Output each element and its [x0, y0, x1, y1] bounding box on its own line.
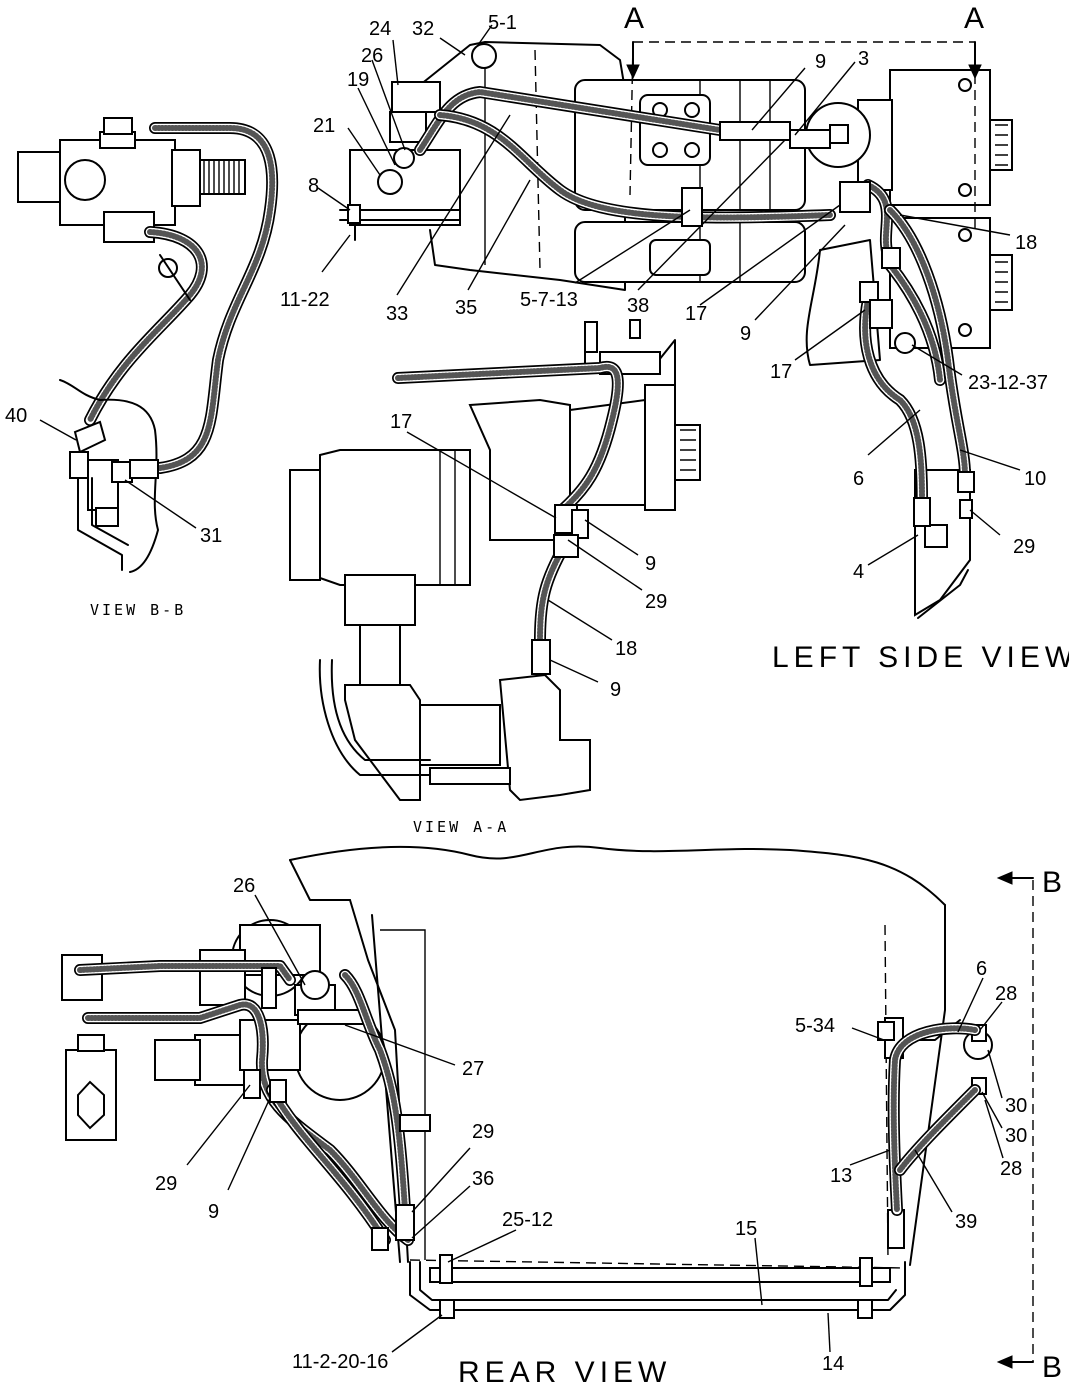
callout-aa-9: 9	[645, 553, 656, 575]
callout-19: 19	[347, 69, 369, 91]
callout-17: 17	[685, 303, 707, 325]
callout-6: 6	[853, 468, 864, 490]
callout-3: 3	[858, 48, 869, 70]
view-bb-title: VIEW B-B	[90, 601, 186, 619]
callout-r-5-34: 5-34	[795, 1015, 835, 1037]
callout-aa-17: 17	[390, 411, 412, 433]
callout-r-29b: 29	[472, 1121, 494, 1143]
callout-10: 10	[1024, 468, 1046, 490]
callout-29: 29	[1013, 536, 1035, 558]
callout-r-29: 29	[155, 1173, 177, 1195]
callout-8: 8	[308, 175, 319, 197]
callout-9b: 9	[740, 323, 751, 345]
callout-5-1: 5-1	[488, 12, 517, 34]
leader-lines	[39, 24, 1021, 1353]
callout-38: 38	[627, 295, 649, 317]
rear-view-drawing	[61, 845, 1034, 1369]
callout-r-28: 28	[995, 983, 1017, 1005]
callout-r-9: 9	[208, 1201, 219, 1223]
callout-r-30: 30	[1005, 1095, 1027, 1117]
callout-23-12-37: 23-12-37	[968, 372, 1048, 394]
callouts-left-side: 24 32 5-1 26 19 21 8 11-22 33 35 5-7-13 …	[280, 12, 1048, 583]
callout-11-22: 11-22	[280, 289, 330, 311]
callout-r-26: 26	[233, 875, 255, 897]
rear-view-title: REAR VIEW	[458, 1356, 671, 1388]
callout-aa-29: 29	[645, 591, 667, 613]
left-side-view-title: LEFT SIDE VIEW	[772, 641, 1069, 674]
callout-17b: 17	[770, 361, 792, 383]
callout-32: 32	[412, 18, 434, 40]
callout-aa-9b: 9	[610, 679, 621, 701]
callout-aa-18: 18	[615, 638, 637, 660]
callout-r-25-12: 25-12	[502, 1209, 553, 1231]
view-titles: LEFT SIDE VIEW VIEW A-A VIEW B-B REAR VI…	[90, 601, 1069, 1388]
callout-9: 9	[815, 51, 826, 73]
callouts-view-aa: 17 9 29 18 9	[390, 411, 667, 701]
section-markers: A A B B	[624, 2, 1062, 1384]
callout-24: 24	[369, 18, 391, 40]
view-aa-title: VIEW A-A	[413, 818, 509, 836]
callout-r-15: 15	[735, 1218, 757, 1240]
callout-33: 33	[386, 303, 408, 325]
view-bb-drawing	[17, 117, 279, 573]
callout-r-11-2-20-16: 11-2-20-16	[292, 1351, 388, 1373]
left-side-drawing	[339, 41, 1013, 619]
callout-r-13: 13	[830, 1165, 852, 1187]
callout-r-6: 6	[976, 958, 987, 980]
callout-21: 21	[313, 115, 335, 137]
callout-4: 4	[853, 561, 864, 583]
callout-bb-31: 31	[200, 525, 222, 547]
callout-26: 26	[361, 45, 383, 67]
section-a-right: A	[964, 2, 984, 35]
section-b-top: B	[1042, 866, 1062, 899]
callout-5-7-13: 5-7-13	[520, 289, 578, 311]
callout-r-36: 36	[472, 1168, 494, 1190]
callout-r-14: 14	[822, 1353, 844, 1375]
view-aa-drawing	[289, 319, 701, 802]
callouts-view-bb: 40 31	[5, 405, 222, 547]
callout-r-39: 39	[955, 1211, 977, 1233]
callouts-rear: 26 27 6 28 5-34 30 30 13 28 39 29 9 29 3…	[155, 875, 1027, 1375]
section-b-bottom: B	[1042, 1351, 1062, 1384]
callout-18: 18	[1015, 232, 1037, 254]
callout-r-27: 27	[462, 1058, 484, 1080]
callout-r-28b: 28	[1000, 1158, 1022, 1180]
callout-r-30b: 30	[1005, 1125, 1027, 1147]
callout-bb-40: 40	[5, 405, 27, 427]
section-a-left: A	[624, 2, 644, 35]
callout-35: 35	[455, 297, 477, 319]
